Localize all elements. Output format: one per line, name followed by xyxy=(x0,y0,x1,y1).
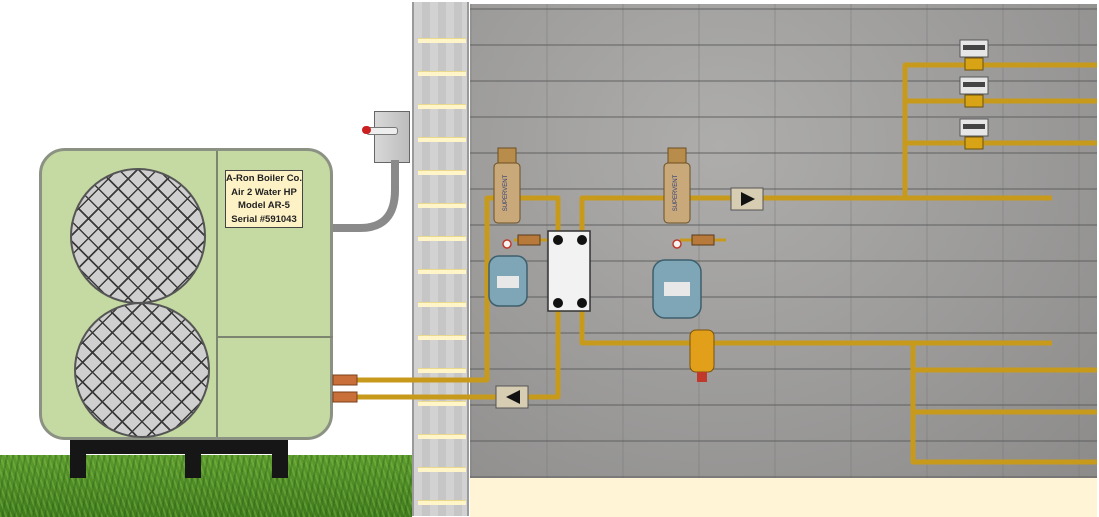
wall-stud xyxy=(418,269,466,274)
zone-valve-1 xyxy=(959,39,989,71)
power-conduit xyxy=(333,160,399,232)
stand-leg-left xyxy=(70,440,86,478)
separator-vent-cap xyxy=(497,147,517,165)
fan-grille-icon xyxy=(74,302,210,438)
tank-label-plate xyxy=(664,282,690,296)
tank-label-plate xyxy=(497,276,519,288)
exterior-wall xyxy=(412,2,469,516)
circulator-return xyxy=(495,385,529,409)
wall-stud xyxy=(418,38,466,43)
fan-grille-icon xyxy=(70,168,206,304)
grass-lawn xyxy=(0,455,412,517)
hx-port-icon xyxy=(553,235,563,245)
actuator-stripe xyxy=(963,45,985,50)
wall-stud xyxy=(418,203,466,208)
drain-valve-icon xyxy=(697,372,707,382)
pipe-secondary-return xyxy=(579,303,1052,346)
dirt-separator-body xyxy=(689,329,715,373)
wall-stud xyxy=(418,104,466,109)
zone-valve-body xyxy=(964,136,984,150)
air-separator-left: SUPERVENT xyxy=(493,147,521,224)
copper-stub-return xyxy=(332,391,358,403)
fill-valve-right xyxy=(691,234,715,246)
heat-pump-nameplate: A-Ron Boiler Co. Air 2 Water HP Model AR… xyxy=(225,170,303,228)
actuator-stripe xyxy=(963,124,985,129)
wall-stud xyxy=(418,401,466,406)
air-separator-right: SUPERVENT xyxy=(663,147,691,224)
nameplate-serial: Serial #591043 xyxy=(231,213,297,225)
wall-stud xyxy=(418,467,466,472)
wall-stud xyxy=(418,137,466,142)
separator-label: SUPERVENT xyxy=(503,174,509,211)
pipe-supply-riser xyxy=(902,62,1097,198)
wall-stud xyxy=(418,434,466,439)
wall-stud xyxy=(418,500,466,505)
pressure-gauge-icon xyxy=(502,239,512,249)
hx-port-icon xyxy=(553,298,563,308)
hx-port-icon xyxy=(577,298,587,308)
dirt-separator xyxy=(689,329,715,382)
zone-valve-body xyxy=(964,57,984,71)
fill-valve-left xyxy=(517,234,541,246)
pipe-return-riser xyxy=(910,343,1097,465)
copper-stub-supply xyxy=(332,374,358,386)
pipe-primary-top xyxy=(503,195,561,240)
disconnect-knob-icon xyxy=(362,126,371,134)
flow-arrow-left-icon xyxy=(506,390,520,404)
separator-body xyxy=(493,162,521,224)
hx-port-icon xyxy=(577,235,587,245)
nameplate-type: Air 2 Water HP xyxy=(231,186,297,198)
heat-pump-unit xyxy=(39,148,333,440)
pressure-gauge-icon xyxy=(672,239,682,249)
stand-leg-middle xyxy=(185,440,201,478)
wall-stud xyxy=(418,368,466,373)
cabinet-seam-vertical xyxy=(216,151,218,437)
separator-body xyxy=(663,162,691,224)
wall-stud xyxy=(418,71,466,76)
basement-floor xyxy=(470,478,1097,517)
circulator-supply xyxy=(730,187,764,211)
heat-pump-stand xyxy=(70,438,288,454)
stand-leg-right xyxy=(272,440,288,478)
flow-arrow-right-icon xyxy=(741,192,755,206)
zone-valve-body xyxy=(964,94,984,108)
pipe-secondary-supply xyxy=(579,195,1052,240)
separator-vent-cap xyxy=(667,147,687,165)
zone-valve-2 xyxy=(959,76,989,108)
wall-stud xyxy=(418,302,466,307)
actuator-stripe xyxy=(963,82,985,87)
nameplate-manufacturer: A-Ron Boiler Co. xyxy=(226,173,302,184)
cabinet-seam-horizontal xyxy=(218,336,333,338)
wall-stud xyxy=(418,236,466,241)
separator-label: SUPERVENT xyxy=(673,174,679,211)
zone-valve-3 xyxy=(959,118,989,150)
wall-stud xyxy=(418,335,466,340)
wall-stud xyxy=(418,170,466,175)
pipe-hp-return xyxy=(356,240,561,400)
nameplate-model: Model AR-5 xyxy=(238,200,290,211)
